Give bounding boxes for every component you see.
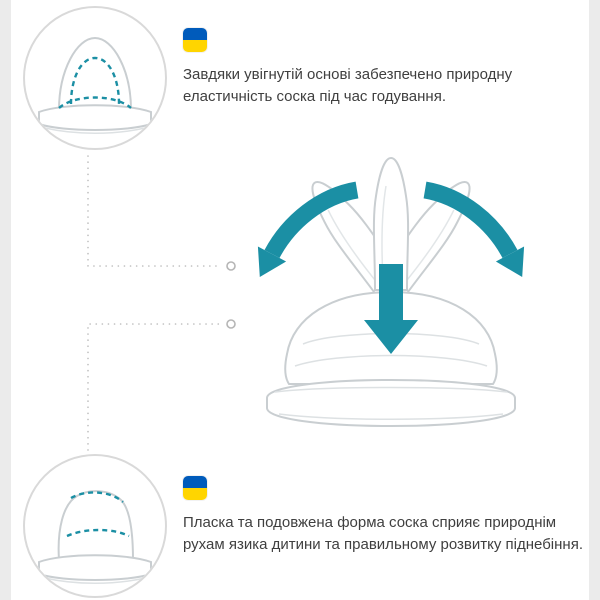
bottle-rim	[266, 378, 516, 428]
connector-bottom	[87, 323, 223, 451]
teat-flat-profile-drawing	[38, 490, 152, 584]
ukraine-flag-icon	[183, 28, 207, 52]
flag-yellow-stripe	[183, 40, 207, 52]
teat-flex-illustration	[257, 156, 525, 428]
feature-elastic-base: Завдяки увігнутій основі забезпечено при…	[183, 28, 593, 108]
flex-arrow-right-head	[495, 246, 525, 277]
flag-yellow-stripe	[183, 488, 207, 500]
left-margin-bar	[0, 0, 11, 600]
right-margin-bar	[589, 0, 600, 600]
feature-flat-shape: Пласка та подовжена форма соска сприяє п…	[183, 476, 593, 556]
flex-arrow-left	[264, 181, 359, 259]
teat-concave-base-inset	[23, 6, 167, 150]
flex-arrow-left-head	[257, 246, 287, 277]
teat-dome	[58, 36, 132, 111]
ukraine-flag-icon	[183, 476, 207, 500]
flag-blue-stripe	[183, 476, 207, 488]
teat-concave-base-drawing	[38, 36, 152, 134]
feature-text-line: еластичність соска під час годування.	[183, 88, 446, 105]
flex-arrow-down	[364, 264, 418, 354]
feature-text-line: рухам язика дитини та правильному розвит…	[183, 536, 583, 553]
teat-flat-profile-inset	[23, 454, 167, 598]
feature-flat-shape-text: Пласка та подовжена форма соска сприяє п…	[183, 512, 593, 556]
feature-text-line: Пласка та подовжена форма соска сприяє п…	[183, 514, 557, 531]
flat-tip-dashed-lines	[66, 491, 130, 538]
flag-blue-stripe	[183, 28, 207, 40]
flex-arrow-right	[423, 181, 518, 259]
bottle-dome	[266, 290, 516, 428]
teat-profile	[57, 490, 134, 561]
feature-elastic-base-text: Завдяки увігнутій основі забезпечено при…	[183, 64, 593, 108]
concave-base-dashed-lines	[58, 56, 132, 109]
feature-text-line: Завдяки увігнутій основі забезпечено при…	[183, 66, 513, 83]
connector-top	[87, 155, 223, 267]
flex-arrows	[257, 181, 525, 354]
teat-flange	[38, 104, 152, 131]
teat-flange	[38, 554, 152, 581]
